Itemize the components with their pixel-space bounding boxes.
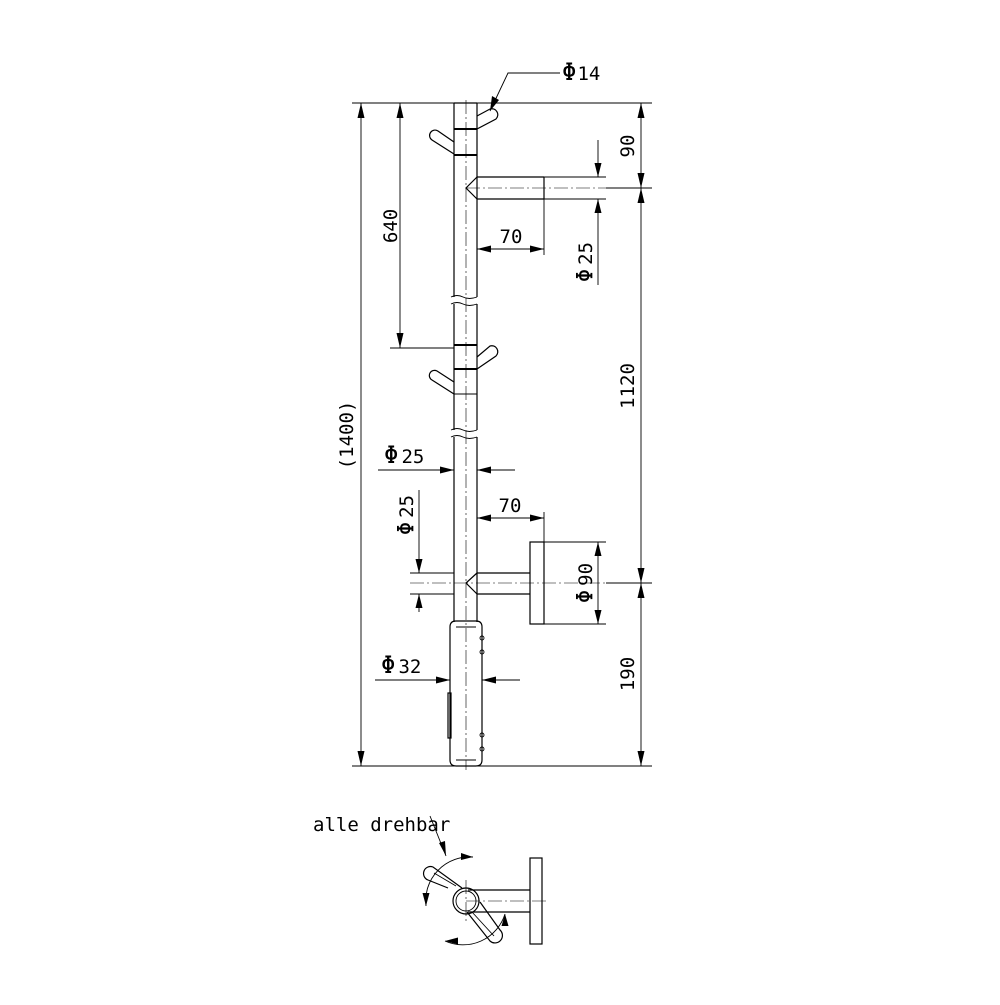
- dim-arm-diameter-top-label: Φ25: [573, 242, 598, 282]
- rotation-note: alle drehbar: [313, 814, 450, 836]
- dim-hook-diameter-label: Φ14: [562, 58, 600, 86]
- dim-arm-length-bottom: 70: [477, 495, 544, 522]
- dim-upper-spacing-label: 640: [380, 209, 402, 243]
- dim-arm-length-top: 70: [477, 226, 544, 253]
- rotating-hook-upper: [422, 865, 463, 889]
- top-view-detail: alle drehbar: [313, 814, 546, 946]
- dim-total-height-label: (1400): [336, 401, 358, 470]
- hook-mid-right: [476, 345, 499, 370]
- dim-arm-diameter-bottom-label: Φ25: [394, 495, 419, 535]
- bottom-tube: [447, 620, 485, 767]
- extension-lines: [352, 102, 652, 767]
- dim-total-height: (1400): [336, 103, 365, 766]
- main-post: [450, 100, 478, 770]
- dim-bottom-offset-label: 190: [617, 657, 639, 691]
- dim-right-chain: 90 1120 190: [617, 103, 645, 766]
- dim-plate-diameter-label: Φ90: [573, 563, 598, 603]
- hook-top-right: [476, 108, 499, 130]
- dim-arm-diameter-bottom: Φ25: [394, 490, 423, 612]
- arm-bottom-with-plate: [410, 541, 606, 625]
- dim-upper-spacing: 640: [380, 103, 404, 348]
- rotation-arrow-lower: [444, 913, 506, 946]
- rotating-hook-lower: [466, 901, 504, 944]
- dim-plate-diameter: Φ90: [573, 542, 602, 624]
- dim-top-offset-label: 90: [617, 135, 639, 158]
- dim-hook-diameter: Φ14: [489, 58, 600, 112]
- dim-arm-diameter-top: Φ25: [573, 140, 602, 285]
- dim-middle-spacing-label: 1120: [617, 363, 639, 409]
- hook-top-left: [429, 129, 455, 155]
- dim-arm-length-top-label: 70: [500, 226, 523, 248]
- hook-mid-left: [428, 369, 455, 395]
- dim-arm-length-bottom-label: 70: [499, 495, 522, 517]
- arm-top: [465, 176, 606, 200]
